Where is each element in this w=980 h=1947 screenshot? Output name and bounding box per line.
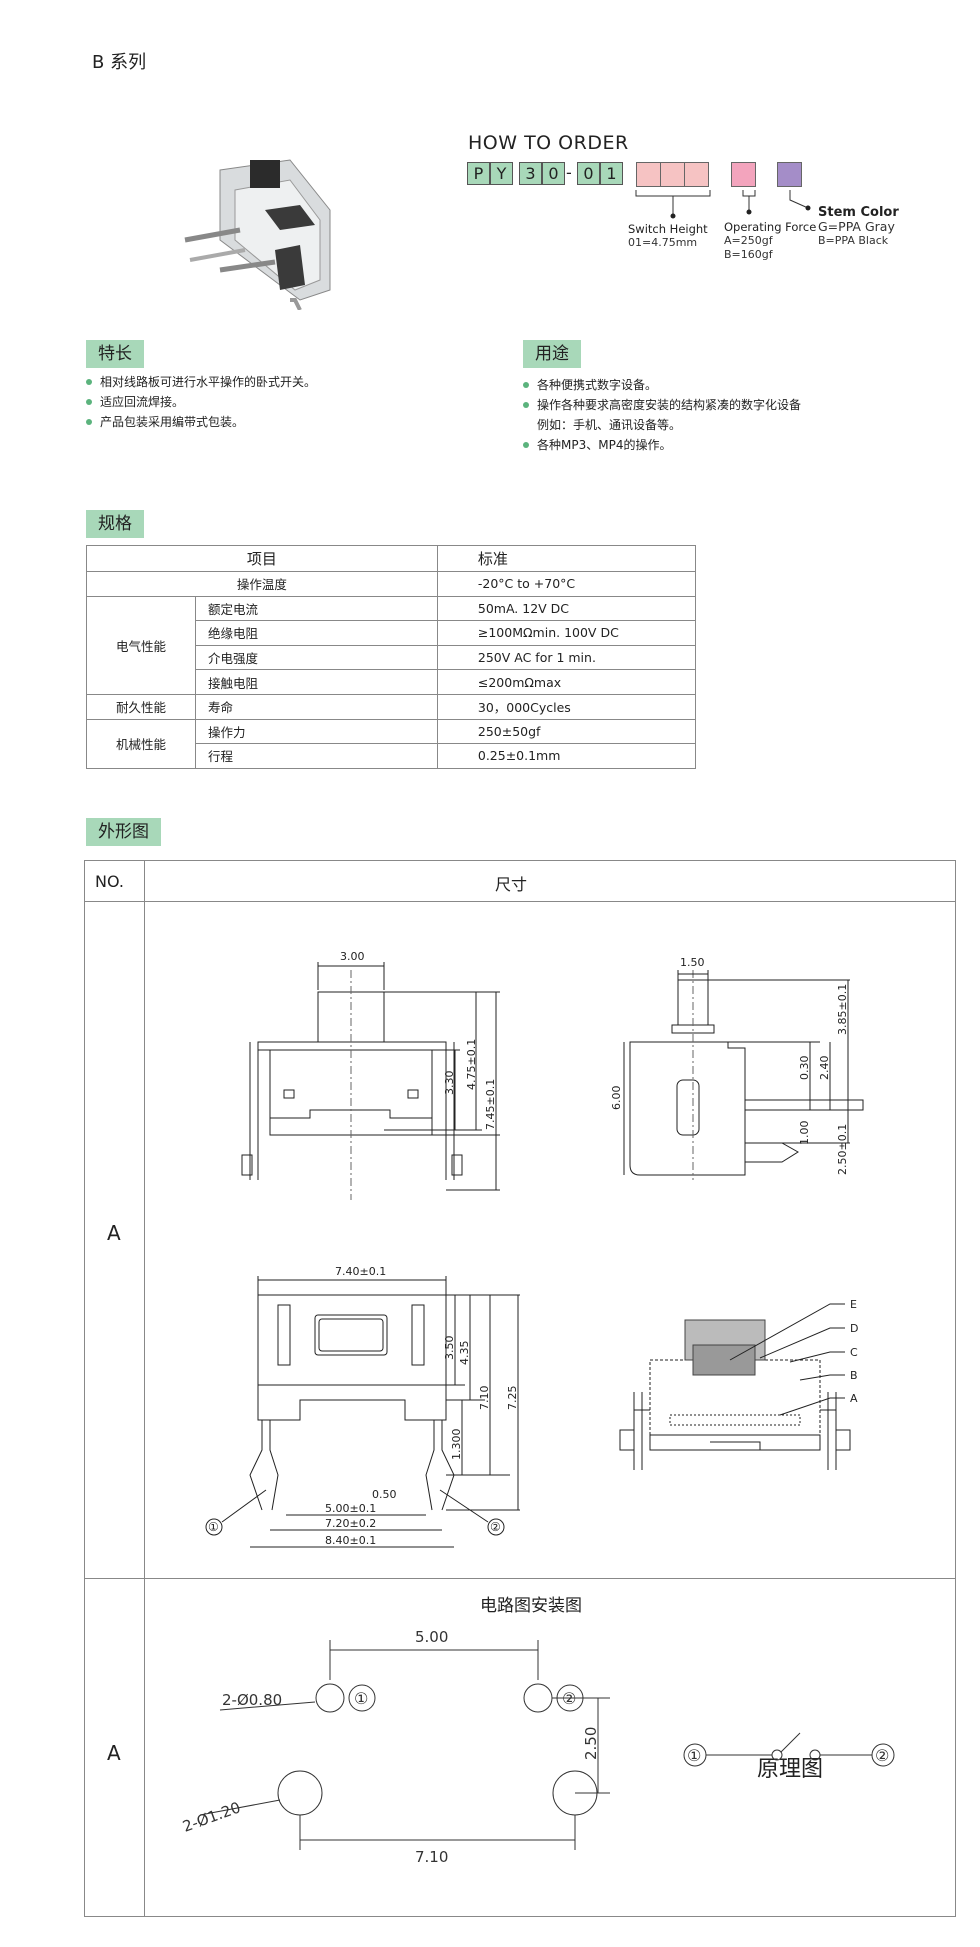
pcb-layout-drawing: 5.00 2.50 7.10 2-Ø0.80 2-Ø1.20 ① ② ① ② [180,1628,895,1866]
part-label: C [850,1346,858,1359]
front-view: 3.00 3.30 4.75±0.1 7.45±0.1 [241,950,500,1200]
dim-label: 3.85±0.1 [836,984,849,1035]
option-box-height [636,162,661,187]
table-row: 接触电阻 ≤200mΩmax [87,669,697,695]
features-heading: 特长 [86,340,144,368]
dim-label: 7.25 [506,1386,519,1411]
hole-label: 2-Ø1.20 [180,1798,243,1835]
table-row: 行程 0.25±0.1mm [87,743,697,769]
list-item: 各种便携式数字设备。 [523,375,801,395]
dim-label: 1.300 [450,1429,463,1461]
col-item: 项目 [86,545,438,572]
pcb-dim: 7.10 [415,1848,448,1866]
pin2-label: ② [490,1520,501,1534]
dim-label: 3.50 [443,1336,456,1361]
dim-label: 5.00±0.1 [325,1502,376,1515]
part-label: A [850,1392,858,1405]
dimension-drawings: 3.00 3.30 4.75±0.1 7.45±0.1 1.50 6.00 0.… [205,950,864,1548]
order-leader-lines [635,190,811,219]
outline-table: NO. 尺寸 A A 电路图安装图 原理图 [84,860,956,1917]
dim-label: 7.45±0.1 [484,1079,497,1130]
code-dash: - [566,163,572,182]
code-char: P [467,162,490,185]
dim-label: 4.75±0.1 [465,1039,478,1090]
dim-label: 6.00 [610,1086,623,1111]
pin1-label: ① [208,1520,219,1534]
dim-label: 7.20±0.2 [325,1517,376,1530]
col-standard: 标准 [436,545,697,572]
list-item: 各种MP3、MP4的操作。 [523,435,801,455]
how-to-order-title: HOW TO ORDER [468,132,629,154]
dim-label: 4.35 [458,1341,471,1366]
outline-heading: 外形图 [86,818,161,846]
col-dimension: 尺寸 [495,875,528,894]
pcb-dim: 2.50 [582,1727,600,1760]
circuit-title: 电路图安装图 [480,1596,582,1616]
schematic-pin2: ② [875,1746,889,1765]
table-row: 操作温度 -20°C to +70°C [86,571,697,597]
svg-text:①: ① [354,1689,368,1708]
code-char: 3 [519,162,542,185]
row-a-label: A [107,1221,121,1245]
table-row: 绝缘电阻 ≥100MΩmin. 100V DC [87,620,697,646]
option-stem-color: Stem Color G=PPA Gray B=PPA Black [818,205,899,248]
svg-text:②: ② [562,1689,576,1708]
schematic-pin1: ① [687,1746,701,1765]
option-switch-height: Switch Height 01=4.75mm [628,222,708,249]
option-operating-force: Operating Force A=250gf B=160gf [724,220,817,261]
option-box-height [660,162,685,187]
hole-label: 2-Ø0.80 [222,1691,282,1709]
code-char: 0 [542,162,565,185]
dim-label: 7.40±0.1 [335,1265,386,1278]
section-view: E D C B A [619,1298,858,1470]
table-row: 机械性能 操作力 250±50gf [86,718,697,769]
side-view: 1.50 6.00 0.30 2.40 3.85±0.1 1.00 2.50±0… [610,956,864,1180]
spec-heading: 规格 [86,510,144,538]
table-row: 介电强度 250V AC for 1 min. [87,644,697,671]
pcb-dim: 5.00 [415,1628,448,1646]
dim-label: 2.40 [818,1056,831,1081]
dim-label: 7.10 [478,1386,491,1411]
dim-label: 1.00 [798,1121,811,1146]
dim-label: 8.40±0.1 [325,1534,376,1547]
top-view: 7.40±0.1 3.50 4.35 7.10 7.25 1.300 0.50 … [205,1265,520,1548]
product-image [184,159,331,310]
code-char: 0 [577,162,600,185]
series-title: B 系列 [92,52,147,73]
part-label: E [850,1298,857,1311]
table-row: 耐久性能 寿命 30，000Cycles [86,693,697,720]
dim-label: 3.30 [443,1071,456,1096]
list-item: 产品包装采用编带式包装。 [86,412,316,432]
row-b-label: A [107,1741,121,1765]
list-item: 操作各种要求高密度安装的结构紧凑的数字化设备 [523,395,801,415]
schematic-label: 原理图 [757,1757,824,1782]
part-label: B [850,1369,858,1382]
dim-label: 0.30 [798,1056,811,1081]
dim-label: 2.50±0.1 [836,1124,849,1175]
uses-list: 各种便携式数字设备。 操作各种要求高密度安装的结构紧凑的数字化设备 例如：手机、… [523,375,801,455]
list-item: 相对线路板可进行水平操作的卧式开关。 [86,372,316,392]
dim-label: 1.50 [680,956,705,969]
option-box-force [731,162,756,187]
features-list: 相对线路板可进行水平操作的卧式开关。 适应回流焊接。 产品包装采用编带式包装。 [86,372,316,432]
option-box-color [777,162,802,187]
dim-label: 0.50 [372,1488,397,1501]
table-row: 电气性能 额定电流 50mA. 12V DC [86,595,697,695]
option-box-height [684,162,709,187]
list-item: 适应回流焊接。 [86,392,316,412]
uses-heading: 用途 [523,340,581,368]
code-char: 1 [600,162,623,185]
part-label: D [850,1322,858,1335]
spec-table: 项目 标准 操作温度 -20°C to +70°C 电气性能 额定电流 50mA… [86,545,697,769]
list-item: 例如：手机、通讯设备等。 [537,418,682,432]
dim-label: 3.00 [340,950,365,963]
col-no: NO. [95,872,124,891]
code-char: Y [490,162,513,185]
